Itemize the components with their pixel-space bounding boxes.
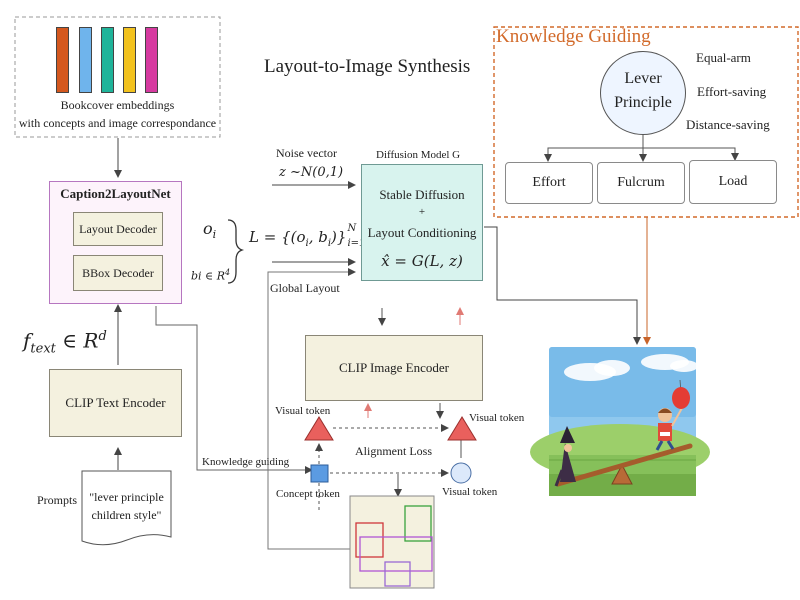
property-effort-saving: Effort-saving: [697, 84, 767, 99]
visual-token-left-shape: [304, 416, 334, 441]
embedding-bar-3: [101, 27, 114, 93]
visual-token-left-label: Visual token: [275, 405, 331, 417]
prompts-label: Prompts: [37, 493, 78, 507]
property-equal-arm: Equal-arm: [696, 50, 751, 65]
layout-decoder-label: Layout Decoder: [79, 221, 157, 236]
diffusion-model-label: Diffusion Model G: [376, 149, 461, 161]
clip-text-encoder-box: CLIP Text Encoder: [49, 369, 182, 437]
knowledge-guiding-title: Knowledge Guiding: [496, 26, 651, 47]
caption2layoutnet-box: Caption2LayoutNet Layout Decoder BBox De…: [49, 181, 182, 304]
embedding-bar-5: [145, 27, 158, 93]
diffusion-line2: +: [418, 206, 426, 218]
visual-token-right-label: Visual token: [469, 412, 525, 424]
alignment-loss-label: Alignment Loss: [355, 444, 432, 458]
lever-principle-circle: Lever Principle: [600, 51, 686, 135]
fulcrum-box: Fulcrum: [597, 162, 685, 204]
f-text-label: ftext ∈ Rd: [23, 328, 107, 357]
embedding-bars: [56, 27, 166, 93]
generated-illustration: [530, 347, 710, 496]
bbox-decoder-box: BBox Decoder: [73, 255, 163, 291]
layout-image-frame: [349, 495, 435, 589]
knowledge-guiding-small-label: Knowledge guiding: [202, 456, 290, 468]
diffusion-line1: Stable Diffusion: [379, 187, 465, 202]
prompt-text-line2: children style": [91, 508, 162, 522]
o-i-label: oi: [203, 219, 217, 242]
tree-branch: [547, 147, 739, 161]
curly-brace: [227, 219, 245, 284]
layout-box-purple-small: [384, 561, 411, 587]
diffusion-box: Stable Diffusion + Layout Conditioning x…: [361, 164, 483, 281]
visual-token-circle-shape: [450, 462, 472, 484]
diagram-title: Layout-to-Image Synthesis: [264, 56, 471, 77]
clip-text-encoder-label: CLIP Text Encoder: [65, 395, 166, 410]
noise-vector-label: Noise vector: [276, 146, 337, 160]
embedding-bar-4: [123, 27, 136, 93]
global-layout-label: Global Layout: [270, 281, 340, 295]
layout-decoder-box: Layout Decoder: [73, 212, 163, 246]
layout-box-green: [404, 505, 432, 542]
load-label: Load: [718, 174, 748, 189]
caption2layoutnet-title: Caption2LayoutNet: [60, 186, 171, 201]
diffusion-xhat-equation: x̂ = G(L, z): [381, 252, 463, 270]
prompt-text-line1: "lever principle: [89, 490, 164, 504]
lever-principle-line2: Principle: [614, 94, 672, 111]
layout-box-red: [355, 522, 384, 558]
effort-box: Effort: [505, 162, 593, 204]
lever-principle-line1: Lever: [624, 70, 662, 87]
concept-token-shape: [310, 464, 329, 483]
bbox-decoder-label: BBox Decoder: [82, 265, 154, 280]
embedding-bar-2: [79, 27, 92, 93]
diffusion-line3: Layout Conditioning: [367, 225, 477, 240]
effort-label: Effort: [532, 175, 566, 190]
load-box: Load: [689, 160, 777, 204]
clip-image-encoder-box: CLIP Image Encoder: [305, 335, 483, 401]
noise-equation: z ~N(0,1): [279, 165, 344, 180]
layout-box-purple-large: [359, 536, 433, 572]
fulcrum-label: Fulcrum: [617, 175, 665, 190]
concept-token-label: Concept token: [276, 488, 340, 500]
embeddings-caption-line2: with concepts and image correspondance: [18, 116, 217, 130]
visual-token-bottom-label: Visual token: [442, 486, 498, 498]
property-distance-saving: Distance-saving: [686, 117, 770, 132]
line-diffusion-to-image: [484, 226, 641, 345]
b-i-label: bi ∈ R4: [191, 268, 231, 283]
embedding-bar-1: [56, 27, 69, 93]
embeddings-caption-line1: Bookcover embeddings: [60, 98, 175, 112]
clip-image-encoder-label: CLIP Image Encoder: [339, 360, 449, 375]
